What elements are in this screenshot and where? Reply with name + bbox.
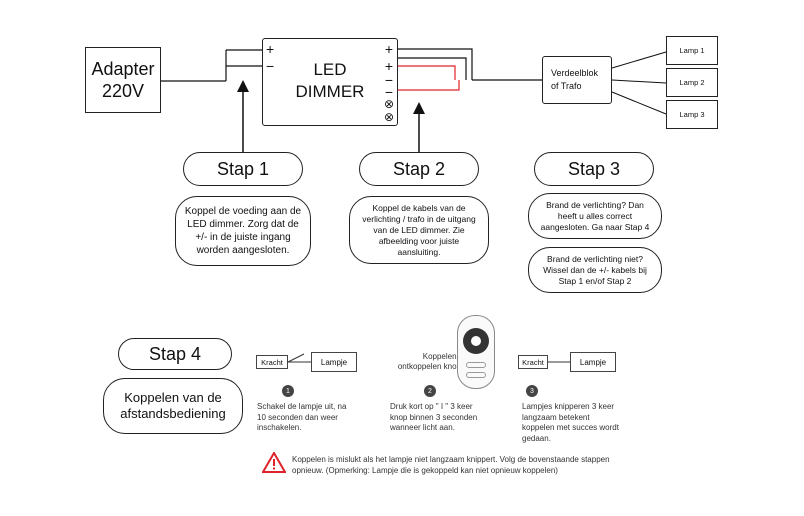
stap4-title: Stap 4 xyxy=(118,338,232,370)
lamp-2: Lamp 2 xyxy=(666,68,718,97)
dimmer-in-plus: + xyxy=(266,41,275,57)
remote-label-line2: ontkoppelen knop xyxy=(397,362,461,371)
stap4-text: Koppelen van de afstandsbediening xyxy=(103,378,243,434)
step-number-1: 1 xyxy=(282,385,294,397)
led-dimmer-box: + − LED DIMMER + + − − ⊗ ⊗ xyxy=(262,38,398,126)
wire-out-red-2 xyxy=(398,80,460,91)
dimmer-label-line2: DIMMER xyxy=(295,82,365,101)
lamp-1: Lamp 1 xyxy=(666,36,718,65)
warning-icon xyxy=(262,452,286,473)
verdeelblok-line1: Verdeelblok xyxy=(551,68,599,78)
remote-control-icon xyxy=(457,315,495,389)
dimmer-out-minus-2: − xyxy=(384,84,393,100)
verdeelblok-line2: of Trafo xyxy=(551,81,582,91)
remote-center-button xyxy=(471,336,481,346)
remote-button-row xyxy=(466,362,486,368)
stap1-text: Koppel de voeding aan de LED dimmer. Zor… xyxy=(175,196,311,266)
wire-out-red-1 xyxy=(398,65,456,80)
adapter-box: Adapter 220V xyxy=(85,47,161,113)
pair1-switch xyxy=(287,353,305,363)
pair3-kracht: Kracht xyxy=(518,355,548,369)
dimmer-out-minus-1: − xyxy=(384,72,393,88)
arrowhead-stap1 xyxy=(237,80,249,92)
dimmer-out-plus-1: + xyxy=(384,41,393,57)
wire-out-black-1 xyxy=(398,48,473,80)
wire-lamp-1 xyxy=(611,51,667,69)
pair1-lampje: Lampje xyxy=(311,352,357,372)
stap3-text-fail: Brand de verlichting niet? Wissel dan de… xyxy=(528,247,662,293)
remote-label: Koppelen / ontkoppelen knop xyxy=(383,352,461,372)
wire-out-black-2 xyxy=(398,57,467,80)
dimmer-in-minus: − xyxy=(266,58,275,74)
step-number-2: 2 xyxy=(424,385,436,397)
caption-3: Lampjes knipperen 3 keer langzaam beteke… xyxy=(522,402,619,443)
stap3-text-success: Brand de verlichting? Dan heeft u alles … xyxy=(528,193,662,239)
stap3-title: Stap 3 xyxy=(534,152,654,186)
arrowhead-stap2 xyxy=(413,102,425,114)
stap2-title: Stap 2 xyxy=(359,152,479,186)
remote-button-row-2 xyxy=(466,372,486,378)
step-number-3: 3 xyxy=(526,385,538,397)
lamp-3: Lamp 3 xyxy=(666,100,718,129)
dimmer-out-x-1: ⊗ xyxy=(383,97,394,111)
dimmer-out-plus-2: + xyxy=(384,58,393,74)
wire-lamp-3 xyxy=(611,91,667,115)
dimmer-label-line1: LED xyxy=(313,60,347,79)
dimmer-out-x-2: ⊗ xyxy=(383,110,394,124)
caption-1: Schakel de lampje uit, na 10 seconden da… xyxy=(257,402,347,432)
pair1-kracht: Kracht xyxy=(256,355,288,369)
pair3-lampje: Lampje xyxy=(570,352,616,372)
stap2-text: Koppel de kabels van de verlichting / tr… xyxy=(349,196,489,264)
caption-2: Druk kort op " I " 3 keer knop binnen 3 … xyxy=(390,402,478,432)
stap1-title: Stap 1 xyxy=(183,152,303,186)
adapter-label-line1: Adapter xyxy=(91,59,155,79)
verdeelblok-box: Verdeelblok of Trafo xyxy=(542,56,612,104)
warning-text: Koppelen is mislukt als het lampje niet … xyxy=(292,455,610,475)
dimmer-label: LED DIMMER xyxy=(285,59,375,103)
adapter-label-line2: 220V xyxy=(101,81,145,101)
wire-lamp-2 xyxy=(611,79,667,84)
remote-label-line1: Koppelen / xyxy=(422,352,461,361)
